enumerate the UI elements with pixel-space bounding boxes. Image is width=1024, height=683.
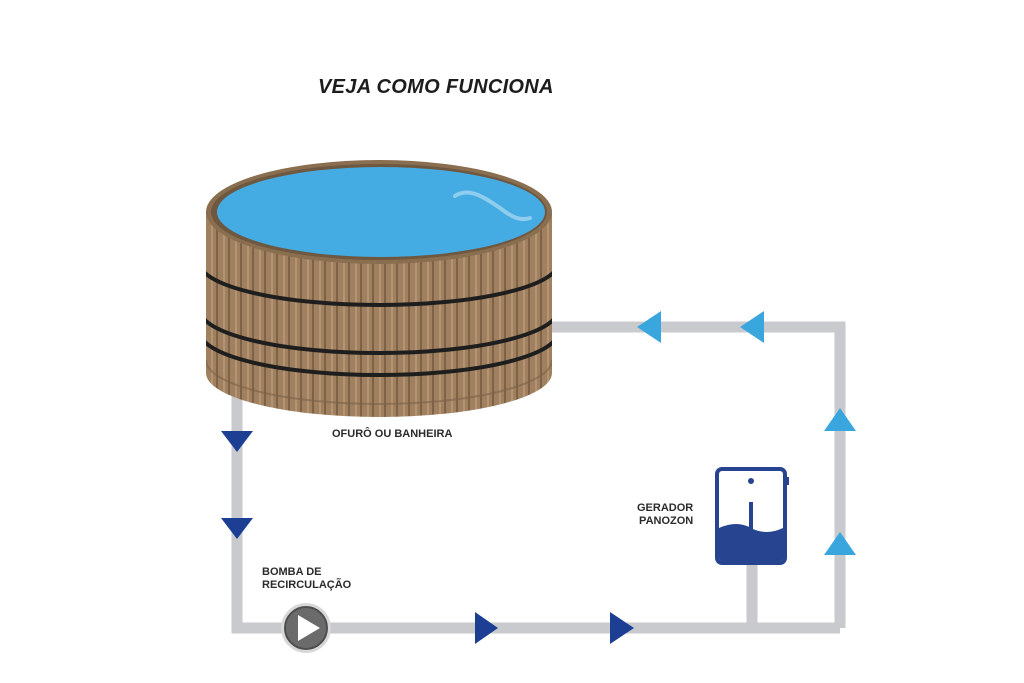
flow-arrows: [221, 311, 856, 644]
tub-band: [206, 331, 552, 377]
tub-wall: [206, 212, 552, 417]
flow-arrow-right: [475, 612, 498, 644]
tub-band: [206, 262, 552, 307]
tub-water: [217, 167, 545, 257]
flow-arrow-right: [610, 612, 634, 644]
pipe-return: [545, 321, 846, 628]
pipe-outlet: [231, 395, 840, 634]
play-icon: [298, 615, 320, 641]
flow-arrow-up: [824, 532, 856, 555]
flow-arrow-up: [824, 408, 856, 431]
flow-arrow-left: [637, 311, 661, 343]
flow-arrow-down: [221, 431, 253, 452]
drop-icon: [748, 478, 754, 484]
pump-label-line2: RECIRCULAÇÃO: [262, 579, 352, 591]
panozon-generator: [715, 467, 789, 565]
flow-arrow-down: [221, 518, 253, 539]
flow-arrow-left: [740, 311, 764, 343]
page-title: VEJA COMO FUNCIONA: [318, 76, 554, 98]
tub-label: OFURÔ OU BANHEIRA: [332, 428, 453, 440]
generator-label: GERADOR PANOZON: [637, 502, 693, 528]
tub-band: [206, 309, 552, 355]
tub: [206, 160, 552, 417]
recirculation-pump: [281, 603, 331, 653]
generator-label-line1: GERADOR: [637, 502, 694, 514]
water-ripple: [453, 190, 532, 221]
generator-label-line2: PANOZON: [639, 515, 694, 527]
pump-label: BOMBA DE RECIRCULAÇÃO: [262, 566, 351, 592]
generator-water-level: [719, 524, 783, 561]
pump-label-line1: BOMBA DE: [262, 566, 322, 578]
